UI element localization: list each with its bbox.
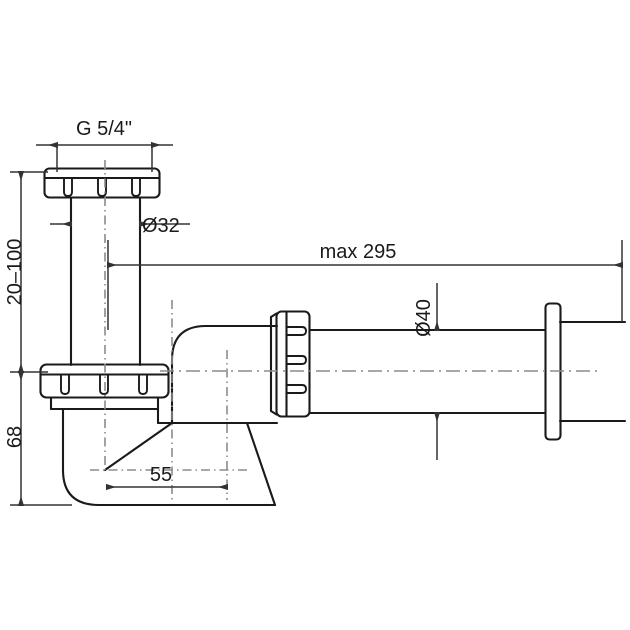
label-max-length: max 295 [320, 241, 397, 263]
outlet-connector-nut [269, 310, 311, 418]
label-trap-offset: 55 [150, 464, 172, 486]
trap-body [61, 407, 277, 507]
label-trap-depth: 68 [4, 426, 26, 448]
top-inlet-nut [43, 167, 161, 199]
outlet-elbow [156, 324, 279, 425]
label-thread-size: G 5/4" [76, 118, 132, 140]
drawing-body [39, 167, 627, 507]
label-outlet-diameter: Ø40 [413, 299, 435, 337]
trap-internal-baffle [103, 421, 277, 507]
centerlines [90, 160, 600, 500]
dimension-lines [10, 141, 623, 506]
label-inlet-diameter: Ø32 [142, 215, 180, 237]
dimension-labels: G 5/4" Ø32 max 295 Ø40 20–100 68 55 [4, 118, 435, 486]
horizontal-outlet-pipe [308, 320, 627, 423]
label-inlet-height-range: 20–100 [4, 239, 26, 306]
